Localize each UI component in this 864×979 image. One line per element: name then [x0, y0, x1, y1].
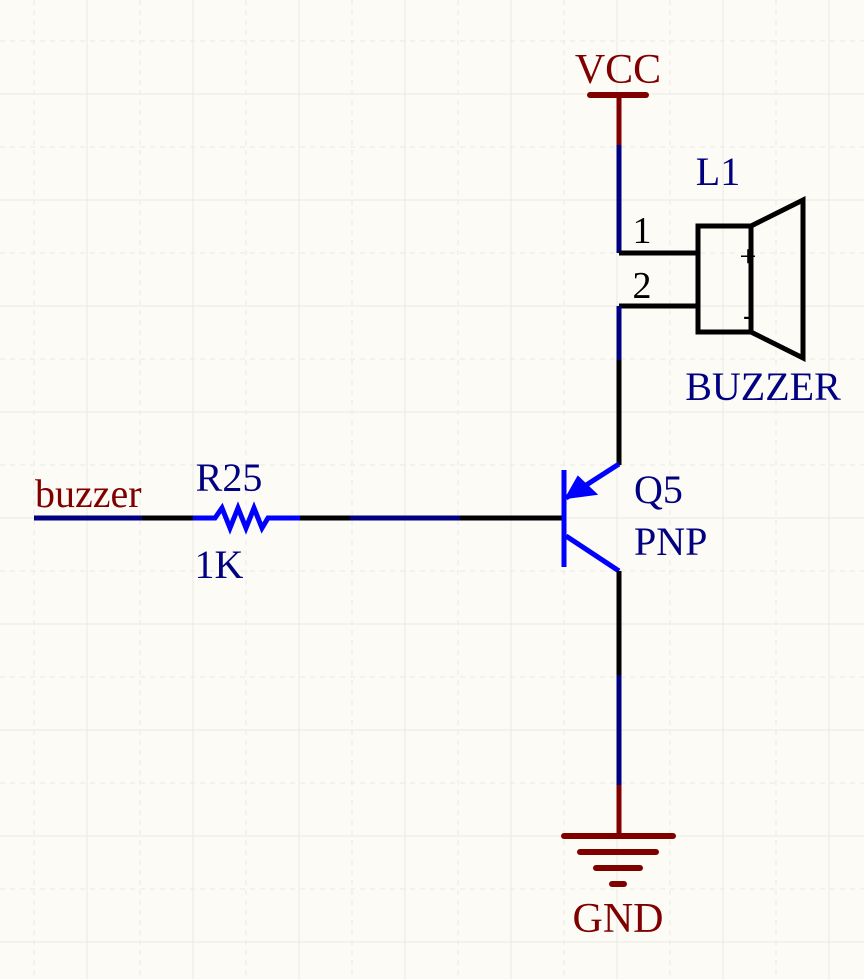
buzzer-symbol[interactable]: + -: [695, 195, 806, 363]
buzzer-minus-sign: -: [743, 299, 753, 332]
buzzer-designator: L1: [696, 149, 740, 194]
vcc-label: VCC: [575, 47, 661, 93]
transistor-type: PNP: [634, 519, 707, 564]
buzzer-comment: BUZZER: [685, 364, 841, 409]
emitter-arrow-icon: [564, 475, 599, 500]
buzzer-pin2-number: 2: [633, 265, 652, 307]
resistor-value: 1K: [195, 542, 244, 587]
buzzer-pin1-number: 1: [633, 210, 652, 252]
gnd-power-port[interactable]: GND: [561, 785, 676, 942]
buzzer-plus-sign: +: [740, 240, 757, 273]
resistor-designator: R25: [196, 455, 263, 500]
resistor-symbol[interactable]: [193, 501, 300, 535]
vcc-power-port[interactable]: VCC: [575, 47, 661, 145]
pnp-transistor-symbol[interactable]: [561, 461, 621, 574]
gnd-label: GND: [573, 896, 664, 942]
transistor-designator: Q5: [634, 467, 683, 512]
net-label-buzzer[interactable]: buzzer: [35, 471, 142, 516]
